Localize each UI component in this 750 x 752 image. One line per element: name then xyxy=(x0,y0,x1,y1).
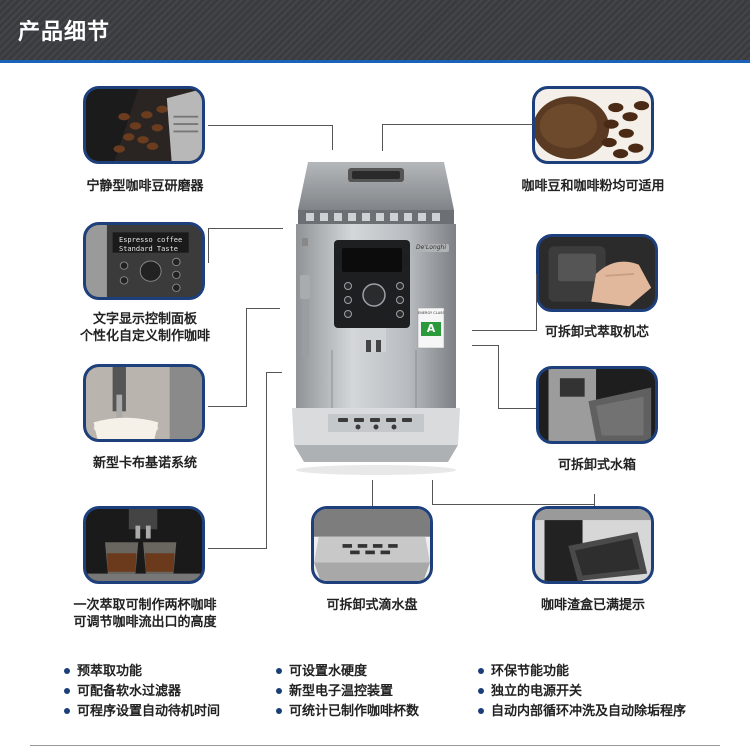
bullet-icon xyxy=(276,667,282,674)
feature-text: 可程序设置自动待机时间 xyxy=(77,704,221,719)
feature-text: 可配备软水过滤器 xyxy=(77,684,182,699)
energy-grade: A xyxy=(426,322,436,335)
bullet-icon xyxy=(276,707,282,714)
feature-text: 自动内部循环冲洗及自动除垢程序 xyxy=(491,704,687,719)
grinder-photo xyxy=(83,86,205,164)
feature-text: 可统计已制作咖啡杯数 xyxy=(289,704,420,719)
feature-text: 独立的电源开关 xyxy=(491,684,583,699)
bottom-divider xyxy=(30,745,720,746)
connector-cappuccino-stub xyxy=(246,308,280,309)
connector-water-tank xyxy=(472,345,499,409)
beans-powder-photo xyxy=(532,86,654,164)
drip-tray-photo xyxy=(311,506,433,584)
water-tank-caption: 可拆卸式水箱 xyxy=(557,458,636,473)
beans-powder-caption: 咖啡豆和咖啡粉均可适用 xyxy=(521,179,665,194)
feature-text: 环保节能功能 xyxy=(491,664,570,679)
feature-list-item: 环保节能功能 xyxy=(478,660,569,679)
grinder-caption: 宁静型咖啡豆研磨器 xyxy=(86,179,204,194)
feature-list-item: 独立的电源开关 xyxy=(478,680,582,699)
bullet-icon xyxy=(478,667,484,674)
feature-text: 预萃取功能 xyxy=(77,664,143,679)
connector-brew xyxy=(472,274,537,331)
connector-grounds-box xyxy=(432,480,595,505)
bullet-icon xyxy=(478,707,484,714)
bullet-icon xyxy=(64,687,70,694)
control-panel-caption: 文字显示控制面板 个性化自定义制作咖啡 xyxy=(62,311,228,345)
connector-drip-tray xyxy=(372,480,373,506)
bullet-icon xyxy=(64,667,70,674)
feature-list-item: 可设置水硬度 xyxy=(276,660,367,679)
energy-label-text: ENERGY CLASS xyxy=(418,311,444,315)
feature-list-item: 新型电子温控装置 xyxy=(276,680,393,699)
control-panel-photo: Espresso coffee Standard Taste xyxy=(83,222,205,300)
feature-text: 可设置水硬度 xyxy=(289,664,368,679)
display-line-2: Standard Taste xyxy=(119,245,179,253)
bullet-icon xyxy=(276,687,282,694)
control-panel-caption-line-1: 文字显示控制面板 xyxy=(92,312,197,327)
brew-unit-caption: 可拆卸式萃取机芯 xyxy=(544,325,649,340)
feature-list-item: 预萃取功能 xyxy=(64,660,142,679)
grounds-box-photo xyxy=(532,506,654,584)
display-text: Espresso coffee Standard Taste xyxy=(119,236,182,254)
connector-grinder xyxy=(208,125,333,150)
water-tank-photo xyxy=(536,366,658,444)
two-cups-caption: 一次萃取可制作两杯咖啡 可调节咖啡流出口的高度 xyxy=(55,597,235,631)
connector-panel xyxy=(208,228,283,263)
cappuccino-caption: 新型卡布基诺系统 xyxy=(92,456,197,471)
control-panel-caption-line-2: 个性化自定义制作咖啡 xyxy=(79,329,210,344)
feature-list-item: 自动内部循环冲洗及自动除垢程序 xyxy=(478,700,686,719)
header-divider xyxy=(0,60,750,63)
two-cups-caption-line-1: 一次萃取可制作两杯咖啡 xyxy=(73,598,217,613)
connector-cappuccino xyxy=(208,308,247,407)
two-cups-photo xyxy=(83,506,205,584)
feature-list-item: 可统计已制作咖啡杯数 xyxy=(276,700,419,719)
grounds-box-caption: 咖啡渣盒已满提示 xyxy=(540,598,645,613)
connector-two-cups-top xyxy=(266,372,282,373)
cappuccino-photo xyxy=(83,364,205,442)
connector-beans xyxy=(382,124,533,151)
feature-text: 新型电子温控装置 xyxy=(289,684,394,699)
header-banner: 产品细节 xyxy=(0,0,750,60)
connector-water-tank-foot xyxy=(498,408,536,409)
bullet-icon xyxy=(64,707,70,714)
brand-logo: De'Longhi xyxy=(415,244,447,251)
coffee-machine-illustration: De'Longhi ENERGY CLASS A xyxy=(288,140,464,475)
connector-grounds-box-down xyxy=(594,494,595,506)
feature-list-item: 可程序设置自动待机时间 xyxy=(64,700,220,719)
bullet-icon xyxy=(478,687,484,694)
display-line-1: Espresso coffee xyxy=(119,236,183,244)
page-title: 产品细节 xyxy=(18,20,111,45)
brew-unit-photo xyxy=(536,234,658,312)
drip-tray-caption: 可拆卸式滴水盘 xyxy=(326,598,418,613)
connector-two-cups xyxy=(208,372,267,549)
feature-list-item: 可配备软水过滤器 xyxy=(64,680,181,699)
two-cups-caption-line-2: 可调节咖啡流出口的高度 xyxy=(73,615,217,630)
